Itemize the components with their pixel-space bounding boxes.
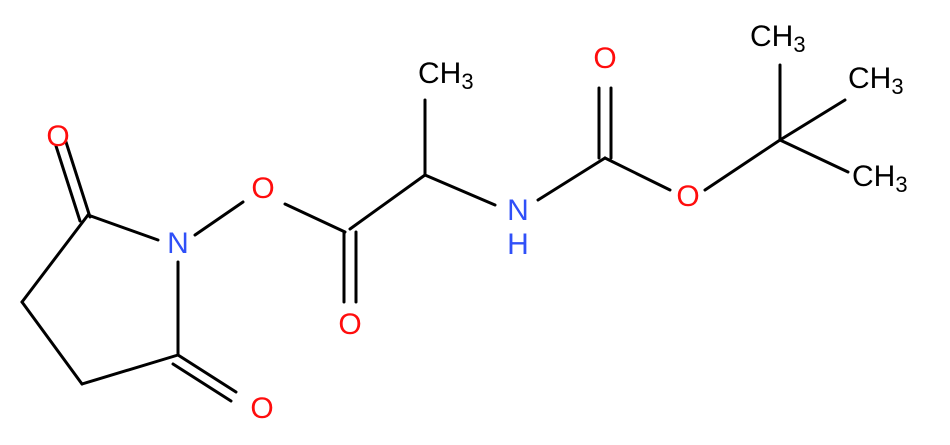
atom-labels: O O N O O CH3 N H O O CH3 CH3 CH3 (46, 20, 907, 425)
bond-tbu-ch3-right (778, 98, 847, 142)
nitrogen-label-nh: N (507, 194, 529, 227)
bond-carbamate-o (603, 156, 672, 192)
bond-tbu-ch3-bottom (778, 138, 850, 174)
methyl-label-tbu-right: CH3 (848, 62, 904, 99)
hydrogen-label-nh: H (507, 228, 529, 261)
bond-ring-c1-c2 (20, 213, 90, 304)
bond-ring-top-carbonyl-b (54, 144, 82, 223)
oxygen-label-carbamate-carbonyl: O (593, 42, 616, 75)
methyl-label-tbu-bottom: CH3 (852, 160, 908, 197)
bond-c-ester-alpha (348, 173, 427, 231)
bond-ring-top-carbonyl-a (64, 140, 92, 219)
bond-ring-bottom-carbonyl-a (176, 353, 238, 394)
bond-ring-c1-n (86, 213, 160, 242)
oxygen-label-ester-link: O (251, 172, 274, 205)
bond-n-o (193, 200, 245, 237)
nitrogen-label-ring: N (167, 227, 189, 260)
bond-ring-c3-c4 (80, 353, 180, 386)
bond-alpha-n (423, 173, 497, 207)
bond-o-tbu (703, 138, 782, 192)
oxygen-label-ring-bottom: O (250, 392, 273, 425)
oxygen-label-ring-top: O (46, 120, 69, 153)
methyl-label-alpha: CH3 (418, 57, 474, 94)
bond-o-c-ester (283, 202, 347, 234)
bond-ring-c2-c3 (20, 300, 84, 386)
oxygen-label-ester-carbonyl: O (338, 308, 361, 341)
methyl-label-tbu-top: CH3 (750, 20, 806, 57)
bond-ring-bottom-carbonyl-b (171, 362, 233, 403)
oxygen-label-carbamate-ester: O (676, 180, 699, 213)
bonds (20, 63, 850, 403)
bond-n-carbamate (536, 156, 607, 202)
